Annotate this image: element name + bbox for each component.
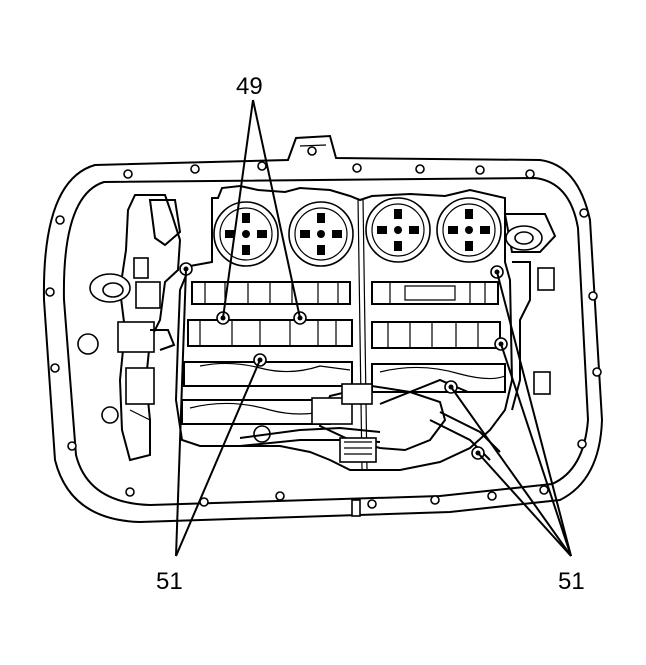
solenoid-disks xyxy=(213,197,502,267)
solenoid-disk-4 xyxy=(436,197,502,263)
right-housing xyxy=(503,213,557,411)
pan-flange xyxy=(42,134,604,524)
solenoid-disk-1 xyxy=(213,201,279,267)
solenoid-disk-3 xyxy=(365,197,431,263)
left-housing xyxy=(77,194,271,462)
callout-49-label: 49 xyxy=(236,73,263,100)
callout-51-right-label: 51 xyxy=(558,568,585,595)
leader-lines xyxy=(175,99,572,557)
solenoid-disk-2 xyxy=(288,201,354,267)
callout-51-left-label: 51 xyxy=(156,568,183,595)
flange-bolt-holes xyxy=(45,146,602,509)
wiring-harness xyxy=(239,378,501,517)
